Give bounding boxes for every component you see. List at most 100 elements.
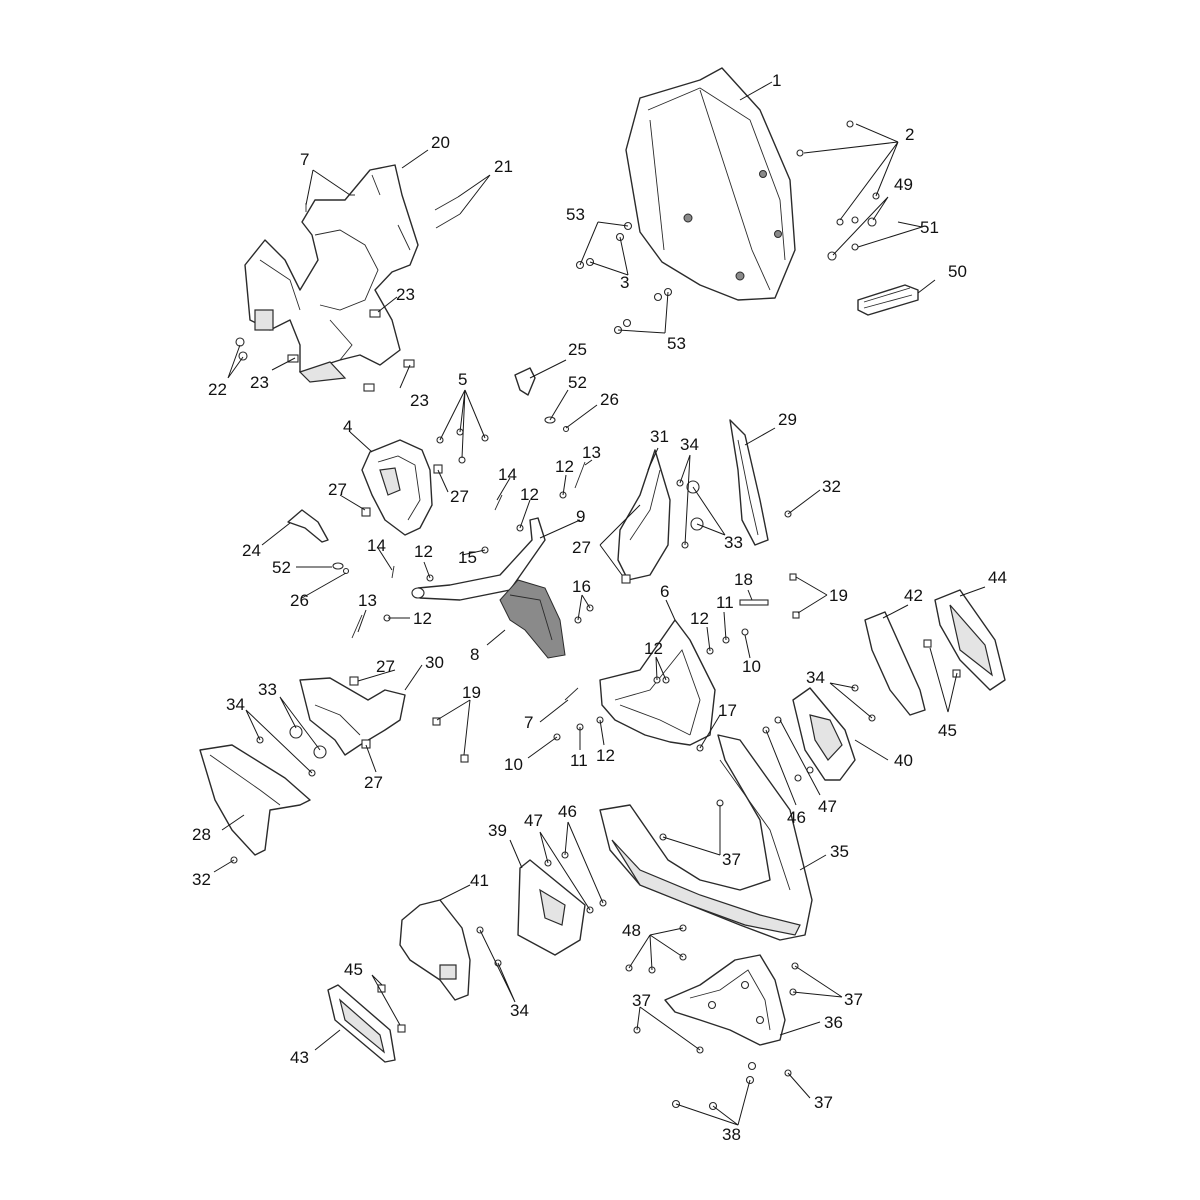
inner-panel-30-part — [299, 677, 406, 756]
callout-25: 25 — [568, 340, 587, 359]
trim-42-part — [864, 611, 926, 716]
callout-52: 52 — [272, 558, 291, 577]
beak-35-part — [599, 734, 813, 941]
callout-23: 23 — [396, 285, 415, 304]
callout-9: 9 — [576, 507, 585, 526]
callout-27: 27 — [328, 480, 347, 499]
callout-34: 34 — [806, 668, 825, 687]
callout-1: 1 — [772, 71, 781, 90]
callout-19: 19 — [462, 683, 481, 702]
main-bracket-part — [244, 164, 419, 383]
callout-39: 39 — [488, 821, 507, 840]
callout-13: 13 — [358, 591, 377, 610]
callout-31: 31 — [650, 427, 669, 446]
panel-40-part — [792, 687, 856, 781]
instrument-bracket-part — [361, 439, 433, 536]
callout-12: 12 — [644, 639, 663, 658]
callout-47: 47 — [524, 811, 543, 830]
callout-40: 40 — [894, 751, 913, 770]
inner-panel-part — [499, 579, 566, 659]
windscreen-part — [625, 67, 796, 301]
callout-15: 15 — [458, 548, 477, 567]
callout-50: 50 — [948, 262, 967, 281]
callout-45: 45 — [938, 721, 957, 740]
callout-23: 23 — [250, 373, 269, 392]
callout-12: 12 — [520, 485, 539, 504]
lower-bracket-36-part — [664, 954, 786, 1046]
callout-26: 26 — [600, 390, 619, 409]
callout-18: 18 — [734, 570, 753, 589]
callout-47: 47 — [818, 797, 837, 816]
callout-20: 20 — [431, 133, 450, 152]
callout-12: 12 — [414, 542, 433, 561]
callout-11: 11 — [716, 593, 734, 612]
callout-10: 10 — [504, 755, 523, 774]
callout-46: 46 — [787, 808, 806, 827]
leader-lines — [213, 81, 986, 1126]
callout-43: 43 — [290, 1048, 309, 1067]
callout-42: 42 — [904, 586, 923, 605]
support-bar-part — [411, 517, 546, 601]
callout-27: 27 — [450, 487, 469, 506]
callout-37: 37 — [844, 990, 863, 1009]
callout-12: 12 — [596, 746, 615, 765]
callout-4: 4 — [343, 417, 352, 436]
callout-37: 37 — [722, 850, 741, 869]
trim-44-part — [934, 589, 1006, 691]
callout-7: 7 — [524, 713, 533, 732]
callout-33: 33 — [258, 680, 277, 699]
callout-41: 41 — [470, 871, 489, 890]
callout-28: 28 — [192, 825, 211, 844]
vent-43-part — [327, 984, 396, 1063]
callout-36: 36 — [824, 1013, 843, 1032]
panel-39-part — [517, 859, 586, 956]
clip-parts — [287, 367, 536, 543]
callout-21: 21 — [494, 157, 513, 176]
panel-41-part — [399, 899, 471, 1001]
inner-panel-31-part — [617, 449, 671, 581]
callout-14: 14 — [367, 536, 386, 555]
callout-27: 27 — [376, 657, 395, 676]
callout-34: 34 — [680, 435, 699, 454]
callout-29: 29 — [778, 410, 797, 429]
callout-10: 10 — [742, 657, 761, 676]
callout-12: 12 — [690, 609, 709, 628]
callout-17: 17 — [718, 701, 737, 720]
callout-52: 52 — [568, 373, 587, 392]
callout-44: 44 — [988, 568, 1007, 587]
callout-27: 27 — [364, 773, 383, 792]
callout-37: 37 — [632, 991, 651, 1010]
callout-13: 13 — [582, 443, 601, 462]
callout-34: 34 — [510, 1001, 529, 1020]
callout-32: 32 — [192, 870, 211, 889]
callout-38: 38 — [722, 1125, 741, 1144]
callout-27: 27 — [572, 538, 591, 557]
callout-46: 46 — [558, 802, 577, 821]
side-panel-28-part — [199, 744, 311, 856]
callout-53: 53 — [566, 205, 585, 224]
callout-19: 19 — [829, 586, 848, 605]
callout-37: 37 — [814, 1093, 833, 1112]
callout-51: 51 — [920, 218, 939, 237]
callout-12: 12 — [555, 457, 574, 476]
callout-53: 53 — [667, 334, 686, 353]
callout-11: 11 — [570, 751, 588, 770]
callout-30: 30 — [425, 653, 444, 672]
callout-49: 49 — [894, 175, 913, 194]
trim-29-part — [729, 419, 769, 546]
callout-16: 16 — [572, 577, 591, 596]
callout-24: 24 — [242, 541, 261, 560]
callout-32: 32 — [822, 477, 841, 496]
callout-34: 34 — [226, 695, 245, 714]
callout-48: 48 — [622, 921, 641, 940]
callout-labels: 1 2 49 51 50 53 3 53 7 20 21 23 23 23 22… — [192, 71, 1007, 1144]
callout-8: 8 — [470, 645, 479, 664]
callout-6: 6 — [660, 582, 669, 601]
callout-22: 22 — [208, 380, 227, 399]
callout-3: 3 — [620, 273, 629, 292]
callout-23: 23 — [410, 391, 429, 410]
callout-26: 26 — [290, 591, 309, 610]
callout-33: 33 — [724, 533, 743, 552]
callout-12: 12 — [413, 609, 432, 628]
